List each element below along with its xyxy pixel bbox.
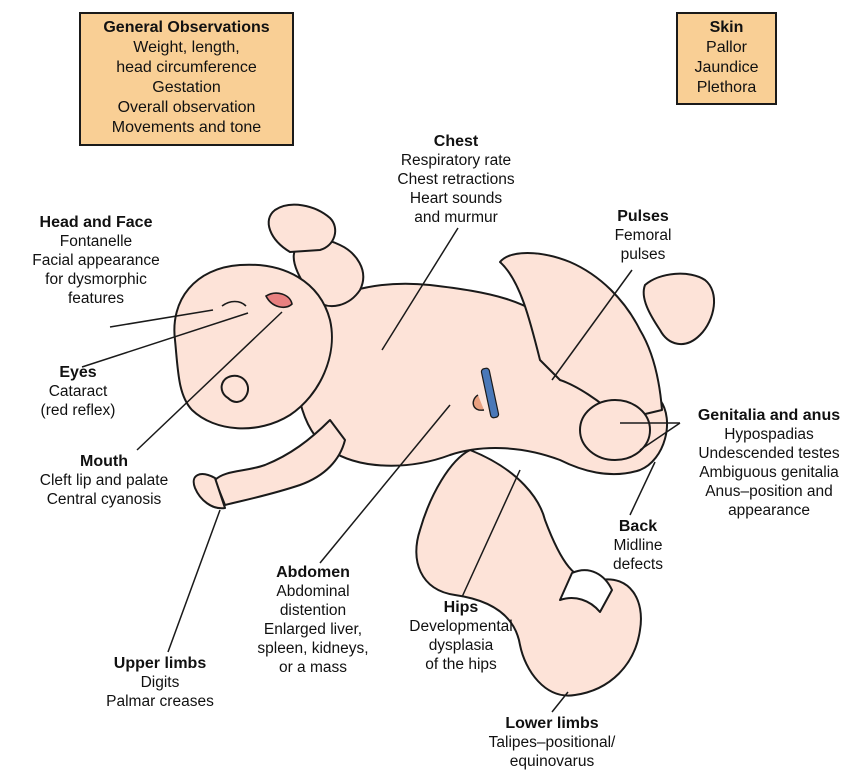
mouth-label: Mouth Cleft lip and palate Central cyano… [14, 452, 194, 509]
genitalia-shape [580, 400, 650, 460]
eyes-title: Eyes [23, 363, 133, 382]
back-title: Back [598, 517, 678, 536]
back-line: defects [598, 555, 678, 574]
upper-foot [644, 274, 714, 344]
genitalia-line: appearance [678, 501, 860, 520]
abdomen-line: Enlarged liver, [238, 620, 388, 639]
skin-box: Skin Pallor Jaundice Plethora [676, 12, 777, 105]
genitalia-line: Ambiguous genitalia [678, 463, 860, 482]
general-observations-box: General Observations Weight, length, hea… [79, 12, 294, 146]
chest-line: and murmur [371, 208, 541, 227]
upper-limbs-title: Upper limbs [86, 654, 234, 673]
pulses-line: Femoral [593, 226, 693, 245]
head-face-label: Head and Face Fontanelle Facial appearan… [5, 213, 187, 308]
abdomen-label: Abdomen Abdominal distention Enlarged li… [238, 563, 388, 677]
skin-title: Skin [688, 18, 765, 38]
hips-line: dysplasia [390, 636, 532, 655]
head-face-line: Facial appearance [5, 251, 187, 270]
lower-limbs-line: Talipes–positional/ [462, 733, 642, 752]
lower-arm [215, 420, 345, 505]
mouth-line: Central cyanosis [14, 490, 194, 509]
pulses-title: Pulses [593, 207, 693, 226]
general-observations-title: General Observations [91, 18, 282, 38]
head-face-line: Fontanelle [5, 232, 187, 251]
upper-limbs-line: Palmar creases [86, 692, 234, 711]
lower-limbs-title: Lower limbs [462, 714, 642, 733]
general-line: Overall observation [91, 98, 282, 118]
abdomen-line: distention [238, 601, 388, 620]
leader-upper-limbs [168, 510, 220, 652]
lower-limbs-line: equinovarus [462, 752, 642, 771]
skin-line: Jaundice [688, 58, 765, 78]
upper-limbs-label: Upper limbs Digits Palmar creases [86, 654, 234, 711]
abdomen-line: or a mass [238, 658, 388, 677]
abdomen-line: Abdominal [238, 582, 388, 601]
head-face-line: features [5, 289, 187, 308]
chest-line: Chest retractions [371, 170, 541, 189]
genitalia-line: Anus–position and [678, 482, 860, 501]
skin-line: Plethora [688, 78, 765, 98]
back-line: Midline [598, 536, 678, 555]
skin-line: Pallor [688, 38, 765, 58]
eyes-line: Cataract [23, 382, 133, 401]
chest-title: Chest [371, 132, 541, 151]
chest-line: Heart sounds [371, 189, 541, 208]
general-line: head circumference [91, 58, 282, 78]
mouth-title: Mouth [14, 452, 194, 471]
back-label: Back Midline defects [598, 517, 678, 574]
lower-limbs-label: Lower limbs Talipes–positional/ equinova… [462, 714, 642, 771]
raised-hand [269, 205, 336, 252]
genitalia-label: Genitalia and anus Hypospadias Undescend… [678, 406, 860, 520]
hips-label: Hips Developmental dysplasia of the hips [390, 598, 532, 674]
eyes-label: Eyes Cataract (red reflex) [23, 363, 133, 420]
general-line: Movements and tone [91, 118, 282, 138]
genitalia-title: Genitalia and anus [678, 406, 860, 425]
head-face-title: Head and Face [5, 213, 187, 232]
eyes-line: (red reflex) [23, 401, 133, 420]
hips-line: Developmental [390, 617, 532, 636]
abdomen-title: Abdomen [238, 563, 388, 582]
general-line: Weight, length, [91, 38, 282, 58]
abdomen-line: spleen, kidneys, [238, 639, 388, 658]
upper-limbs-line: Digits [86, 673, 234, 692]
chest-line: Respiratory rate [371, 151, 541, 170]
hips-line: of the hips [390, 655, 532, 674]
genitalia-line: Undescended testes [678, 444, 860, 463]
pulses-label: Pulses Femoral pulses [593, 207, 693, 264]
pulses-line: pulses [593, 245, 693, 264]
head-face-line: for dysmorphic [5, 270, 187, 289]
genitalia-line: Hypospadias [678, 425, 860, 444]
chest-label: Chest Respiratory rate Chest retractions… [371, 132, 541, 227]
hips-title: Hips [390, 598, 532, 617]
mouth-line: Cleft lip and palate [14, 471, 194, 490]
general-line: Gestation [91, 78, 282, 98]
